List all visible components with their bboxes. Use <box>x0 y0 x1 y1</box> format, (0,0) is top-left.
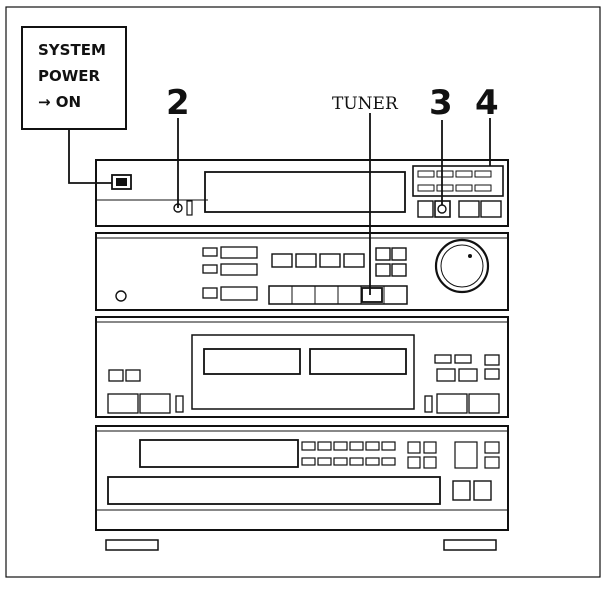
tuner-small-knob[interactable] <box>115 290 127 302</box>
cd-unit <box>95 425 509 531</box>
callout-line-2: POWER <box>38 67 101 85</box>
step3-button[interactable] <box>434 200 451 218</box>
step-2-label: 2 <box>166 83 190 123</box>
top-unit <box>95 159 509 227</box>
cassette-deck-b[interactable] <box>309 348 407 375</box>
system-power-callout-box <box>21 26 127 130</box>
cassette-deck-a[interactable] <box>203 348 301 375</box>
callout-line-3: → ON <box>38 93 81 111</box>
outer-frame <box>5 6 601 578</box>
power-button[interactable] <box>111 174 132 190</box>
cassette-door-panel <box>191 334 415 410</box>
left-foot <box>105 539 159 551</box>
tuner-unit <box>95 232 509 311</box>
volume-knob[interactable] <box>434 238 490 294</box>
cd-tray[interactable] <box>107 476 441 505</box>
cassette-unit <box>95 316 509 418</box>
step-3-label: 3 <box>429 83 453 123</box>
right-foot <box>443 539 497 551</box>
cd-display <box>139 439 299 468</box>
tuner-label: TUNER <box>332 94 399 114</box>
tuner-button[interactable] <box>361 287 383 303</box>
callout-line-1: SYSTEM <box>38 41 106 59</box>
step2-button[interactable] <box>173 203 183 213</box>
step4-button-panel[interactable] <box>412 165 504 197</box>
top-display <box>204 171 406 213</box>
power-leader-line <box>68 129 112 184</box>
step-4-label: 4 <box>475 83 499 123</box>
